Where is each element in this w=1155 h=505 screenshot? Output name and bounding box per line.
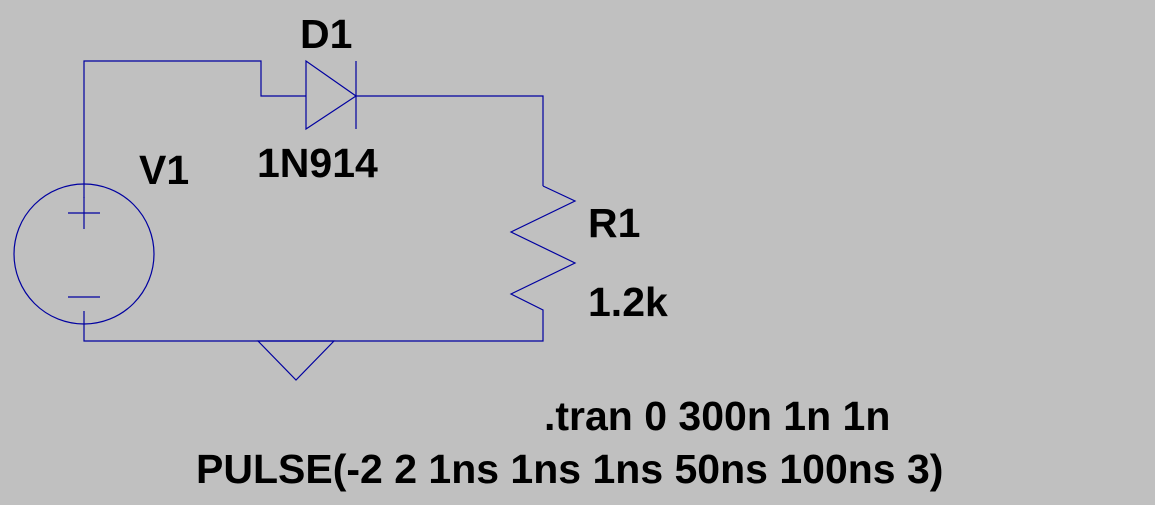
diode-d1[interactable]: [305, 59, 358, 131]
wires: [83, 60, 544, 342]
wire-top-right[interactable]: [356, 95, 544, 186]
plus-icon: [68, 197, 100, 229]
diode-ref-label: D1: [300, 11, 352, 57]
source-ref-label: V1: [139, 147, 189, 193]
tran-directive[interactable]: .tran 0 300n 1n 1n: [544, 393, 890, 439]
resistor-ref-label: R1: [588, 200, 640, 246]
diode-triangle-icon: [305, 59, 358, 131]
source-value-label: PULSE(-2 2 1ns 1ns 1ns 50ns 100ns 3): [196, 446, 943, 492]
voltage-source-v1[interactable]: [13, 183, 155, 326]
ground-icon[interactable]: [256, 340, 336, 381]
resistor-r1-zigzag-icon[interactable]: [509, 185, 577, 326]
wire-bottom[interactable]: [83, 326, 544, 342]
resistor-value-label: 1.2k: [588, 279, 668, 325]
diode-model-label: 1N914: [257, 140, 378, 186]
wire-top-left[interactable]: [83, 60, 306, 186]
